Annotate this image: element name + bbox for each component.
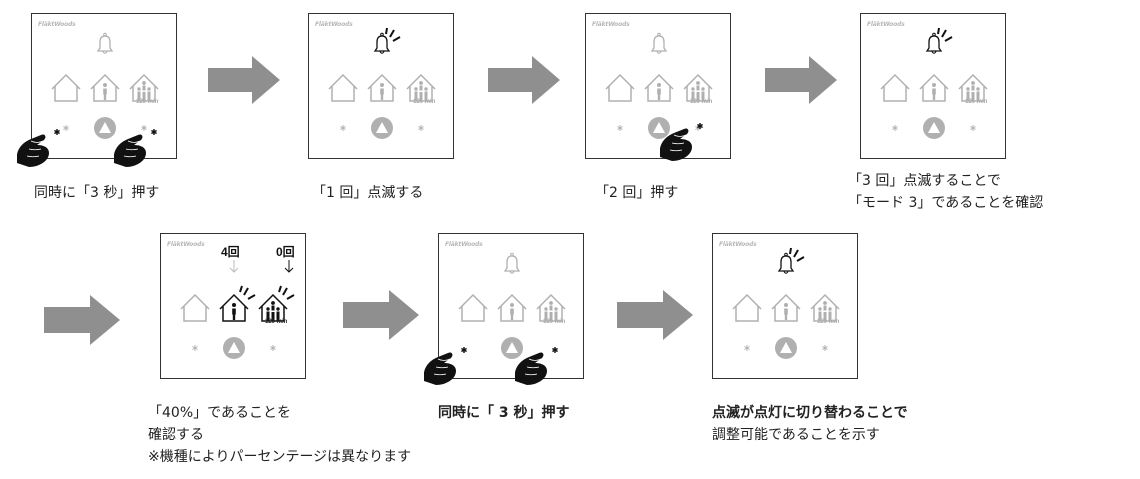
house-empty-icon	[880, 74, 910, 102]
left-button-star-icon	[743, 344, 751, 352]
house-three-persons-active-icon	[258, 294, 288, 322]
minutes-label: 120 min	[413, 99, 436, 105]
brand-logo: FläktWoods	[167, 241, 205, 248]
right-button-star-icon	[269, 344, 277, 352]
control-panel-step5: FläktWoods 120 min	[160, 233, 306, 379]
house-one-person-icon	[771, 294, 801, 322]
minutes-label: 120 min	[965, 99, 988, 105]
house-one-person-icon	[644, 74, 674, 102]
house-one-person-icon	[367, 74, 397, 102]
left-button-star-icon	[191, 344, 199, 352]
down-arrow-icon	[284, 260, 294, 273]
center-button-icon	[371, 117, 393, 139]
blink-count-mode3: 0回	[276, 245, 295, 259]
house-empty-icon	[458, 294, 488, 322]
pressing-hand-right-icon	[114, 128, 158, 168]
caption-step6: 同時に「 3 秒」押す	[438, 405, 570, 421]
house-empty-icon	[605, 74, 635, 102]
caption-step4: 「3 回」点滅することで 「モード 3」であることを確認	[848, 173, 1044, 211]
arrow-right-icon	[343, 290, 419, 340]
right-button-star-icon	[417, 124, 425, 132]
house-one-person-icon	[919, 74, 949, 102]
house-one-person-active-icon	[219, 294, 249, 322]
bell-icon	[97, 32, 113, 54]
center-button-icon	[94, 117, 116, 139]
pressing-hand-icon	[660, 122, 704, 162]
arrow-right-icon	[765, 56, 837, 104]
pressing-hand-right-icon	[515, 346, 559, 386]
arrow-right-icon	[488, 56, 560, 104]
minutes-label: 120 min	[265, 319, 288, 325]
house-three-persons-icon	[958, 74, 988, 102]
left-button-star-icon	[339, 124, 347, 132]
brand-logo: FläktWoods	[592, 21, 630, 28]
caption-step3: 「2 回」押す	[595, 185, 679, 201]
center-button-icon	[775, 337, 797, 359]
blink-count-mode2: 4回	[221, 245, 240, 259]
right-button-star-icon	[969, 124, 977, 132]
house-three-persons-icon	[129, 74, 159, 102]
right-button-star-icon	[821, 344, 829, 352]
brand-logo: FläktWoods	[38, 21, 76, 28]
brand-logo: FläktWoods	[867, 21, 905, 28]
control-panel-step4: FläktWoods 120 min	[860, 13, 1006, 159]
panel-face	[880, 27, 988, 139]
down-arrow-icon	[229, 260, 239, 273]
minutes-label: 120 min	[543, 319, 566, 325]
house-three-persons-icon	[683, 74, 713, 102]
control-panel-step2: FläktWoods 120 min	[308, 13, 454, 159]
bell-active-icon	[778, 252, 794, 274]
control-panel-step7: FläktWoods 120 min	[712, 233, 858, 379]
house-three-persons-icon	[810, 294, 840, 322]
pressing-hand-left-icon	[17, 128, 61, 168]
bell-icon	[504, 252, 520, 274]
bell-active-icon	[926, 32, 942, 54]
panel-face	[605, 32, 713, 139]
caption-step2: 「1 回」点滅する	[312, 185, 424, 201]
caption-step5: 「40%」であることを 確認する ※機種によりパーセンテージは異なります	[148, 405, 412, 465]
panel-face	[180, 260, 295, 359]
house-empty-icon	[51, 74, 81, 102]
blink-rays-icon	[385, 27, 401, 42]
house-three-persons-icon	[406, 74, 436, 102]
panel-face	[328, 27, 436, 139]
center-button-icon	[223, 337, 245, 359]
blink-rays-icon	[937, 27, 953, 42]
house-three-persons-icon	[536, 294, 566, 322]
blink-rays-icon	[278, 285, 295, 300]
brand-logo: FläktWoods	[445, 241, 483, 248]
minutes-label: 120 min	[136, 99, 159, 105]
arrow-right-icon	[208, 56, 280, 104]
house-empty-icon	[180, 294, 210, 322]
house-empty-icon	[328, 74, 358, 102]
center-button-icon	[923, 117, 945, 139]
brand-logo: FläktWoods	[719, 241, 757, 248]
bell-active-icon	[374, 32, 390, 54]
panel-face	[732, 247, 840, 359]
brand-logo: FläktWoods	[315, 21, 353, 28]
pressing-hand-left-icon	[424, 346, 468, 386]
minutes-label: 120 min	[690, 99, 713, 105]
minutes-label: 120 min	[817, 319, 840, 325]
house-one-person-icon	[90, 74, 120, 102]
blink-rays-icon	[789, 247, 805, 262]
control-panel-step1: FläktWoods 120 min	[31, 13, 177, 159]
caption-step1: 同時に「3 秒」押す	[34, 185, 160, 201]
bell-icon	[651, 32, 667, 54]
arrow-right-icon	[44, 295, 120, 345]
left-button-star-icon	[891, 124, 899, 132]
control-panel-step3: FläktWoods 120 min	[585, 13, 731, 159]
blink-rays-icon	[239, 285, 256, 300]
arrow-right-icon	[617, 290, 693, 340]
house-empty-icon	[732, 294, 762, 322]
left-button-star-icon	[616, 124, 624, 132]
caption-step7: 点滅が点灯に切り替わることで 調整可能であることを示す	[712, 405, 908, 443]
control-panel-step6: FläktWoods 120 min	[438, 233, 584, 379]
house-one-person-icon	[497, 294, 527, 322]
